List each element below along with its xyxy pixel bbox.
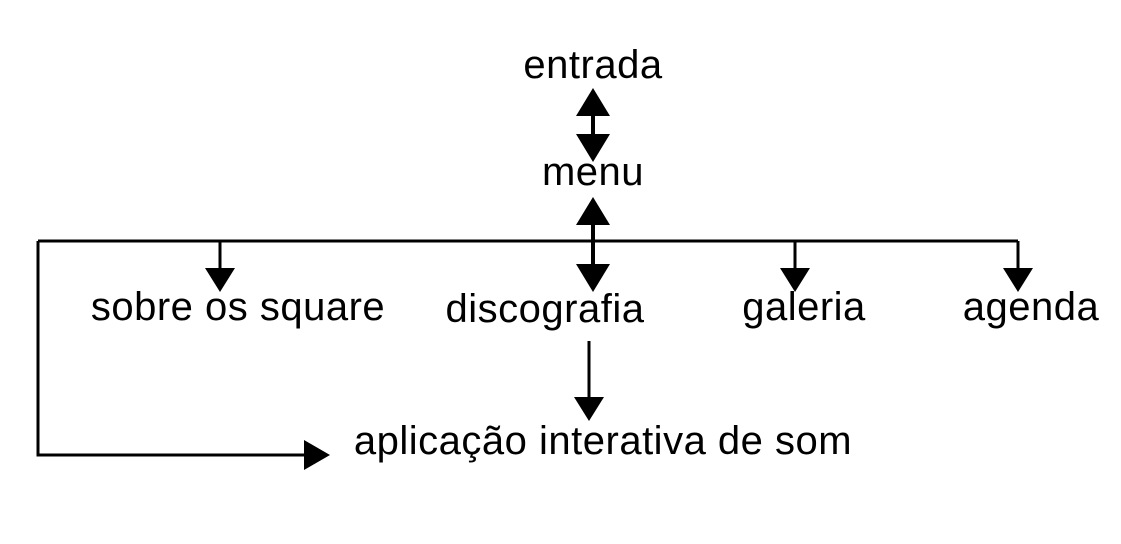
edge-rail-aplicacao-path <box>36 241 306 457</box>
node-discografia: discografia <box>445 287 645 331</box>
down-arrowhead-icon <box>574 397 604 421</box>
down-arrowhead-icon <box>1003 268 1033 292</box>
node-agenda: agenda <box>962 285 1100 329</box>
up-arrowhead-icon <box>576 88 610 116</box>
node-entrada: entrada <box>523 43 663 87</box>
right-arrowhead-icon <box>304 440 330 470</box>
edge-menu-sobre <box>205 241 235 292</box>
up-arrowhead-icon <box>576 197 610 225</box>
down-arrowhead-icon <box>576 264 610 292</box>
edge-menu-discografia <box>576 197 610 292</box>
down-arrowhead-icon <box>205 268 235 292</box>
node-sobre-os-square: sobre os square <box>90 285 386 329</box>
down-arrowhead-icon <box>576 134 610 162</box>
edge-rail-aplicacao <box>36 241 330 470</box>
edge-discografia-aplicacao <box>574 341 604 421</box>
edge-menu-agenda <box>1003 241 1033 292</box>
node-galeria: galeria <box>742 285 866 329</box>
down-arrowhead-icon <box>780 268 810 292</box>
edge-menu-galeria <box>780 241 810 292</box>
node-aplicacao-interativa: aplicação interativa de som <box>353 419 853 463</box>
node-menu: menu <box>541 150 645 194</box>
edge-entrada-menu <box>576 88 610 162</box>
